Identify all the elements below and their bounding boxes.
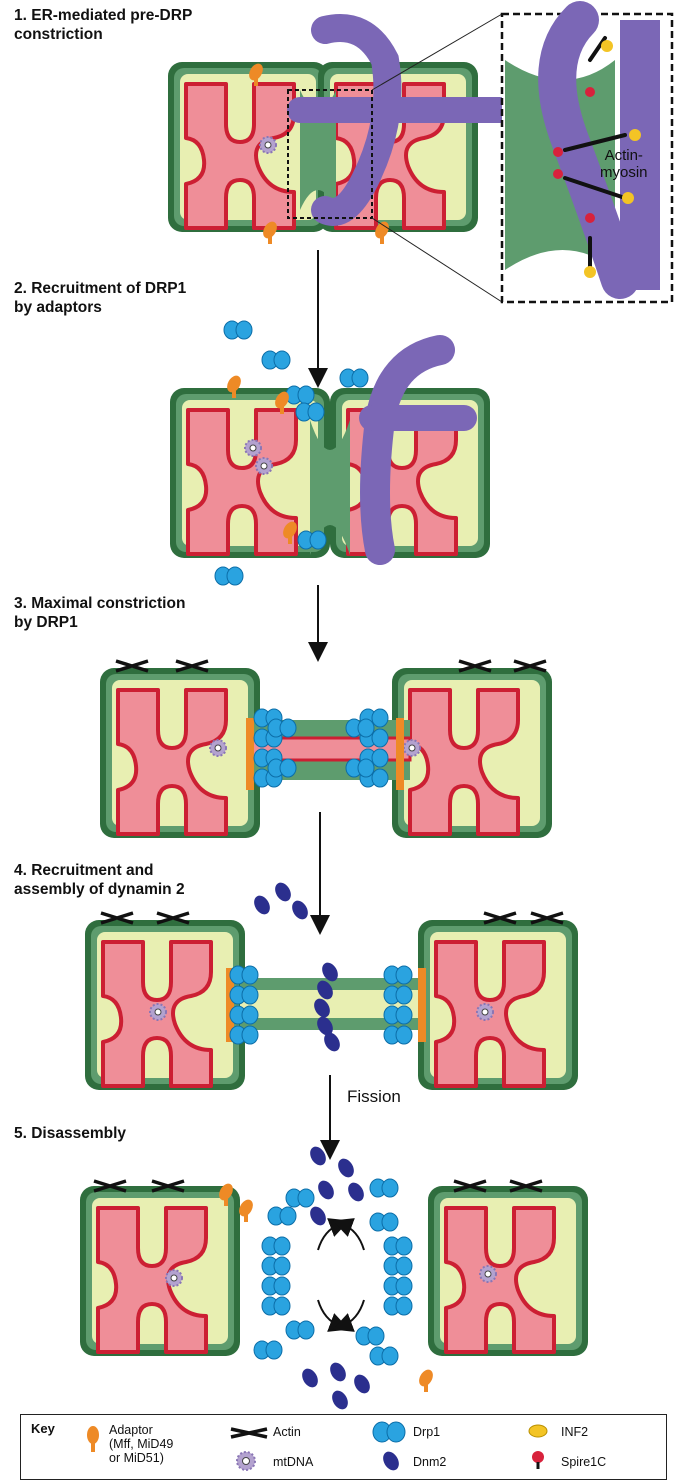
key-title: Key	[31, 1421, 55, 1436]
key-drp1-label: Drp1	[413, 1425, 440, 1439]
key-inf2-label: INF2	[561, 1425, 588, 1439]
spire1c-icon	[528, 1449, 548, 1471]
key-mtdna-label: mtDNA	[273, 1455, 313, 1469]
step-3-illustration	[100, 661, 552, 838]
step-1-illustration	[168, 14, 672, 302]
key-adaptor-label: Adaptor (Mff, MiD49 or MiD51)	[109, 1423, 173, 1465]
key-actin-label: Actin	[273, 1425, 301, 1439]
mtdna-icon	[234, 1449, 258, 1473]
adaptor-icon	[81, 1423, 105, 1457]
dnm2-icon	[379, 1449, 403, 1473]
step-5-illustration	[80, 1144, 588, 1412]
actin-myosin-label: Actin- myosin	[600, 147, 648, 181]
inf2-icon	[526, 1423, 550, 1441]
key-legend: Key Adaptor (Mff, MiD49 or MiD51) Actin …	[20, 1414, 667, 1480]
drp1-icon	[371, 1421, 407, 1443]
actin-icon	[229, 1425, 269, 1441]
key-spire1c-label: Spire1C	[561, 1455, 606, 1469]
key-dnm2-label: Dnm2	[413, 1455, 446, 1469]
step-4-illustration	[85, 880, 578, 1090]
fission-label: Fission	[347, 1087, 401, 1107]
step-2-illustration	[170, 321, 490, 585]
